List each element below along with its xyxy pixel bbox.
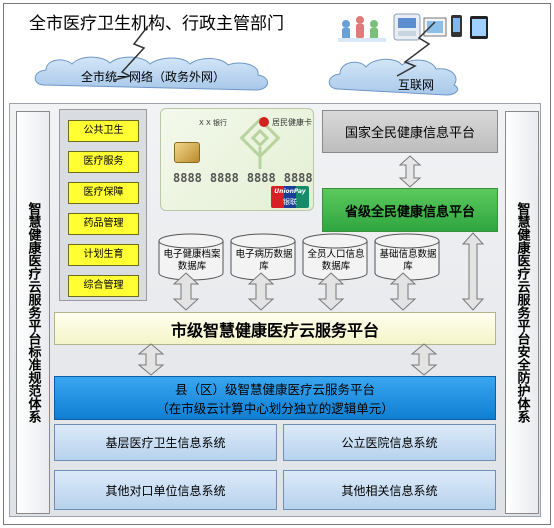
internet-label: 互联网: [397, 78, 434, 92]
device-icons: [338, 13, 488, 42]
standards-system-label: 智慧健康医疗云服务平台标准规范体系: [25, 202, 41, 423]
card-number-group: 8888: [246, 171, 276, 185]
people-group-icon: [338, 16, 386, 42]
database-city-arrows: [172, 272, 417, 311]
card-bank-name: X X 银行: [199, 119, 228, 127]
national-provincial-arrow: [398, 155, 422, 188]
database-cylinders: [158, 233, 440, 281]
resident-health-card: X X 银行 居民健康卡 8888 8888 8888 8888 UnionPa…: [160, 108, 314, 211]
government-network-label: 全市统一网络（政务外网）: [80, 70, 225, 84]
menu-item-public-health: 公共卫生: [68, 120, 139, 142]
card-number-group: 8888: [173, 171, 202, 185]
county-platform-subtitle: （在市级云计算中心划分独立的逻辑单元）: [156, 401, 394, 416]
left-standards-sidebar: 智慧健康医疗云服务平台标准规范体系: [16, 111, 50, 514]
security-system-label: 智慧健康医疗云服务平台安全防护体系: [514, 202, 530, 423]
health-cross-icon: [259, 117, 269, 127]
right-lightning-link-icon: [396, 21, 436, 77]
menu-item-medical-service: 医疗服务: [68, 151, 139, 173]
left-lightning-link-icon: [113, 25, 149, 81]
database-emr: 电子病历数据库: [235, 249, 293, 272]
provincial-health-platform: 省级全民健康信息平台: [322, 188, 498, 232]
county-platform-title: 县（区）级智慧健康医疗云服务平台: [174, 382, 375, 397]
right-security-sidebar: 智慧健康医疗云服务平台安全防护体系: [505, 111, 539, 514]
county-cloud-platform: 县（区）级智慧健康医疗云服务平台 （在市级云计算中心划分独立的逻辑单元）: [54, 376, 496, 420]
database-basic-info: 基础信息数据库: [379, 249, 437, 272]
menu-item-family-planning: 计划生育: [68, 244, 139, 266]
medical-device-icon: [393, 13, 421, 41]
unionpay-logo-icon: UnionPay 银联: [271, 186, 309, 208]
government-network-cloud: [34, 56, 268, 91]
database-ehr: 电子健康档案数据库: [163, 249, 221, 272]
card-name: 居民健康卡: [272, 118, 312, 127]
menu-item-drug-management: 药品管理: [68, 213, 139, 235]
mobile-phone-icon: [451, 15, 462, 37]
city-platform-label: 市级智慧健康医疗云服务平台: [170, 320, 379, 340]
card-pattern-icon: [239, 117, 281, 169]
national-health-platform: 国家全民健康信息平台: [322, 110, 498, 153]
card-number-group: 8888: [209, 171, 239, 185]
database-population: 全员人口信息数据库: [307, 249, 365, 272]
chip-icon: [174, 142, 200, 163]
business-menu-panel: 公共卫生 医疗服务 医疗保障 药品管理 计划生育 综合管理: [59, 109, 147, 301]
menu-item-general-management: 综合管理: [68, 275, 139, 297]
card-number: 8888 8888 8888 8888: [173, 171, 313, 185]
city-cloud-platform: 市级智慧健康医疗云服务平台: [54, 312, 496, 345]
grassroots-medical-system: 基层医疗卫生信息系统: [54, 424, 277, 461]
internet-cloud: [328, 58, 459, 96]
monitor-icon: [423, 17, 447, 37]
provincial-city-arrow: [462, 232, 484, 311]
diagram-title: 全市医疗卫生机构、行政主管部门: [29, 14, 284, 34]
public-hospital-system: 公立医院信息系统: [283, 424, 496, 461]
city-county-arrows: [138, 343, 438, 376]
counterpart-unit-system: 其他对口单位信息系统: [54, 470, 277, 510]
card-number-group: 8888: [283, 171, 313, 185]
menu-item-medical-insurance: 医疗保障: [68, 182, 139, 204]
other-related-system: 其他相关信息系统: [283, 470, 496, 510]
tablet-icon: [470, 16, 488, 39]
